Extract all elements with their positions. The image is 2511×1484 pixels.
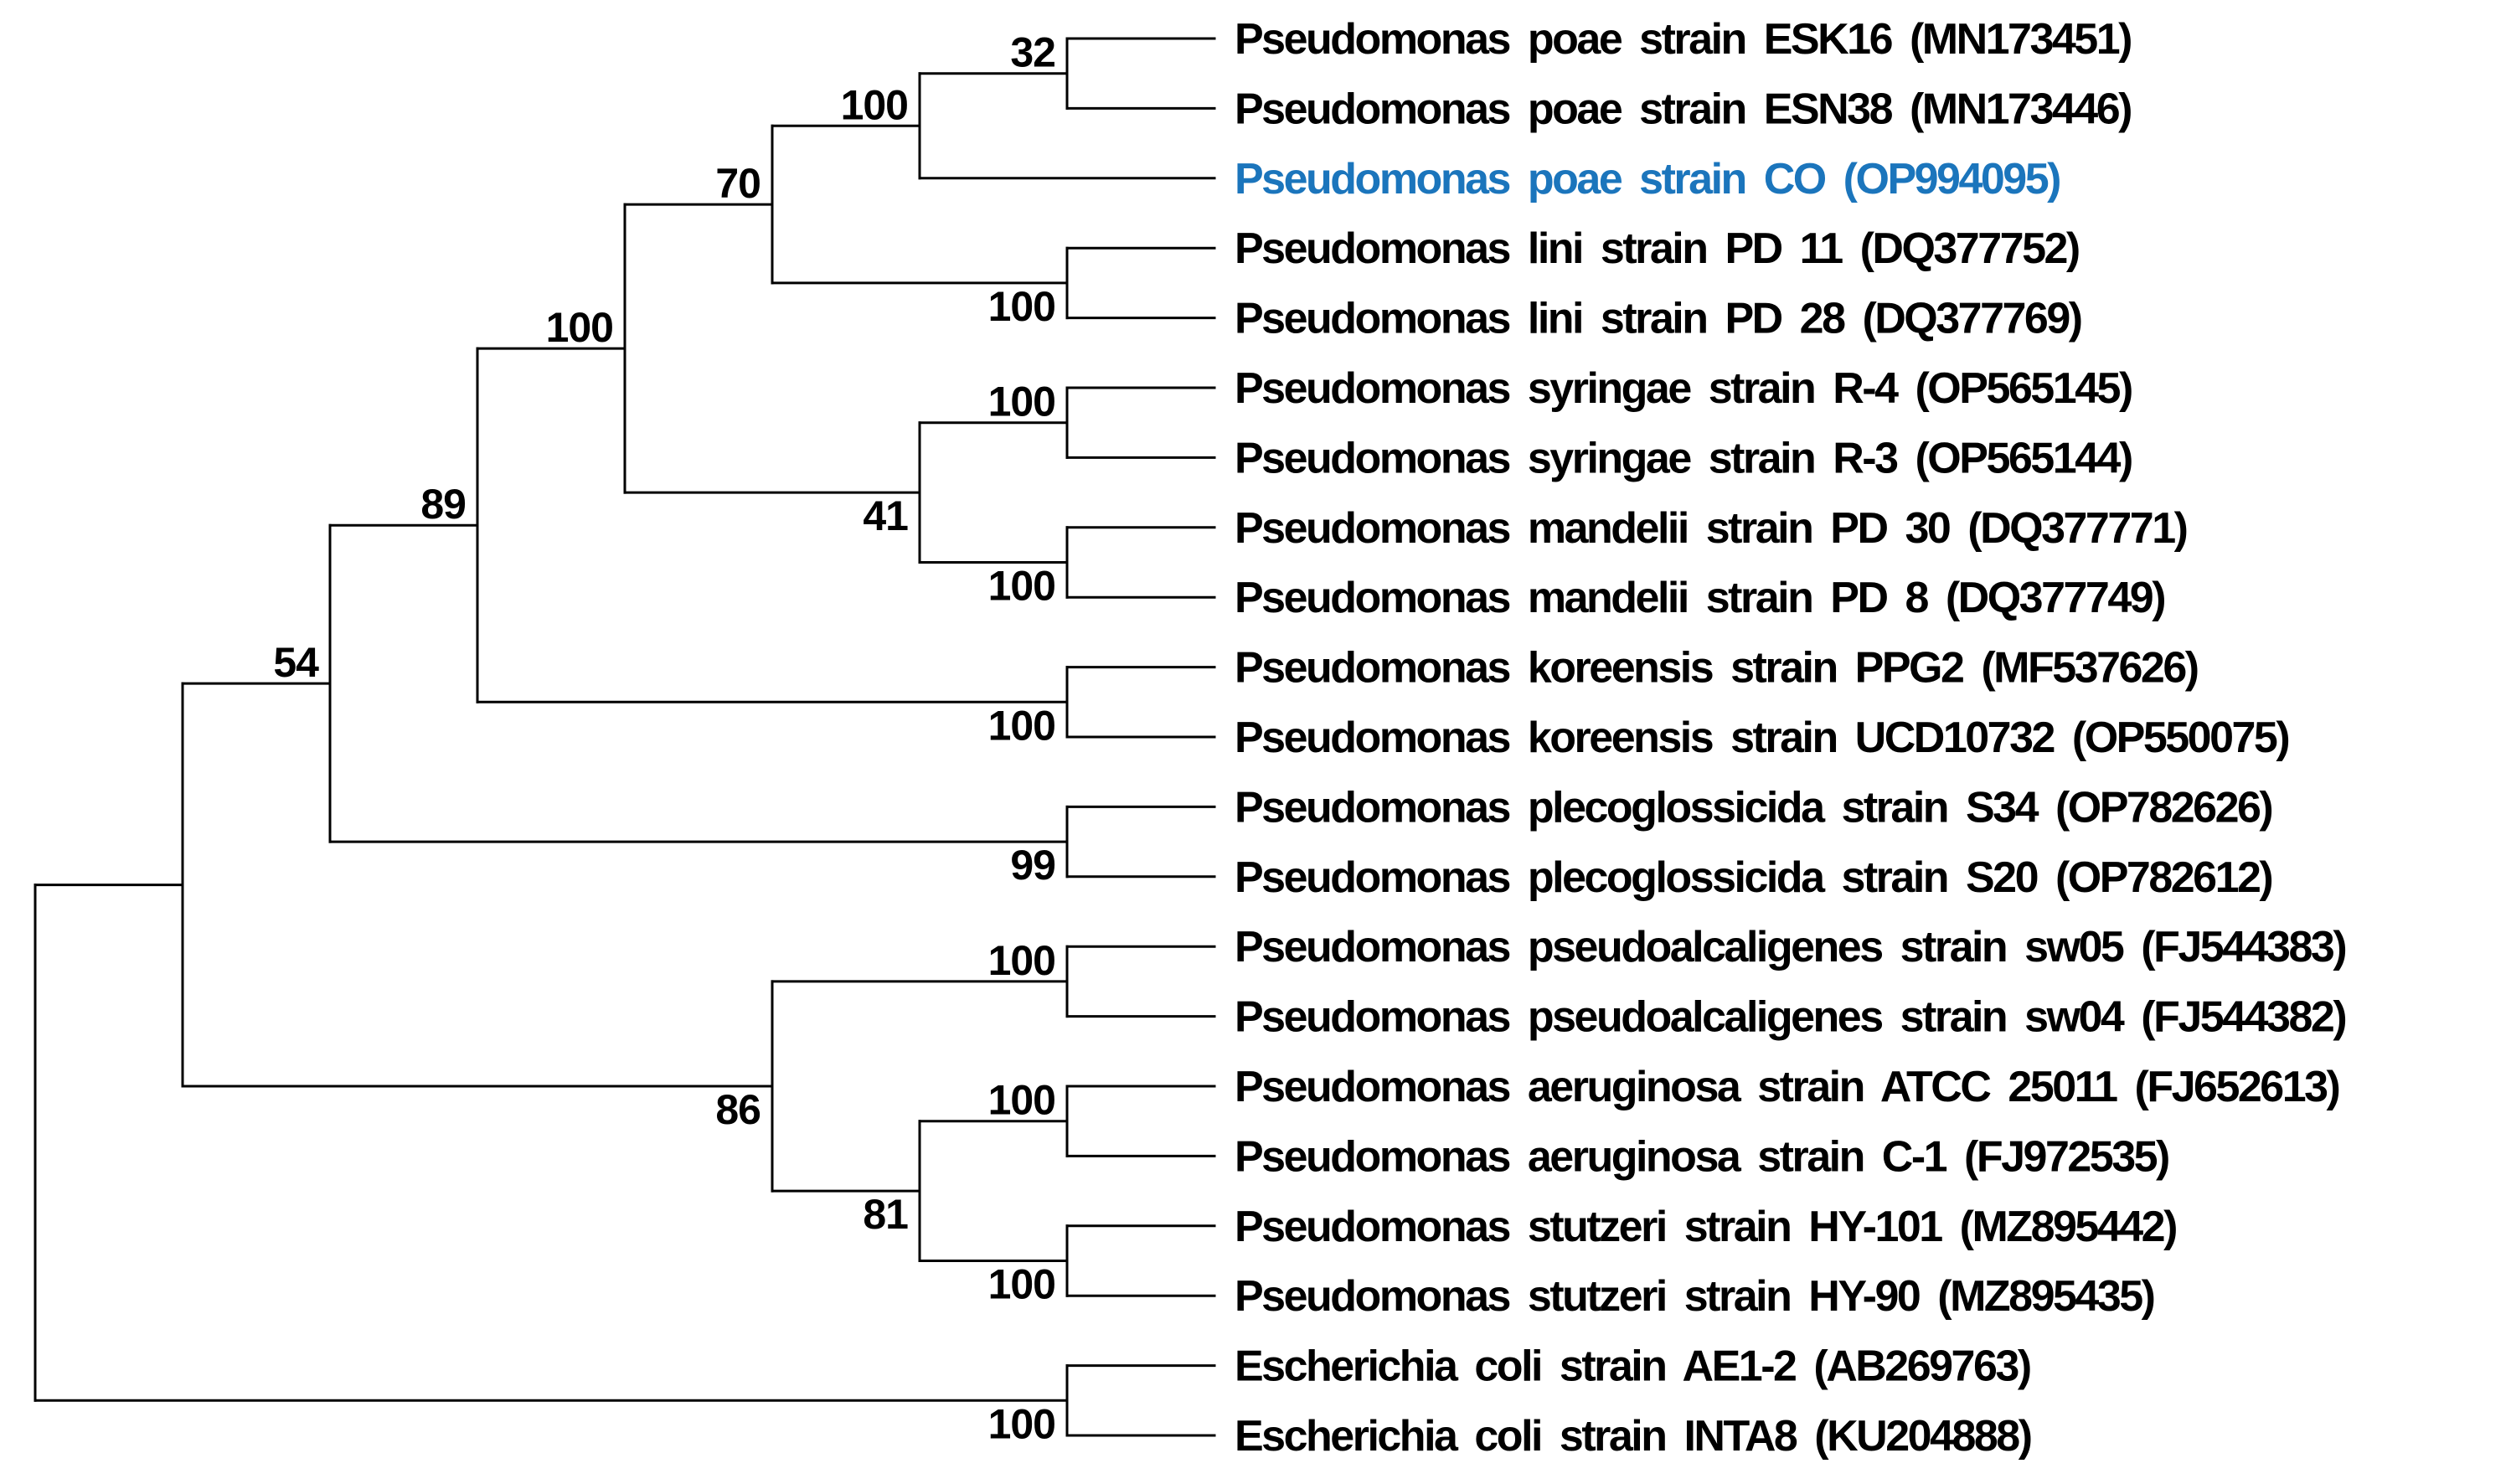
taxon-label: Pseudomonas aeruginosa strain ATCC 25011… bbox=[1235, 1063, 2339, 1111]
bootstrap-label: 86 bbox=[715, 1086, 761, 1133]
taxon-label: Pseudomonas stutzeri strain HY-90 (MZ895… bbox=[1235, 1272, 2154, 1321]
taxon-label: Pseudomonas lini strain PD 28 (DQ377769) bbox=[1235, 295, 2081, 343]
taxon-label: Pseudomonas koreensis strain PPG2 (MF537… bbox=[1235, 644, 2198, 693]
taxon-label: Pseudomonas mandelii strain PD 30 (DQ377… bbox=[1235, 504, 2187, 553]
bootstrap-label: 100 bbox=[988, 563, 1055, 610]
taxon-label: Pseudomonas pseudoalcaligenes strain sw0… bbox=[1235, 993, 2345, 1042]
bootstrap-label: 100 bbox=[988, 937, 1055, 984]
bootstrap-label: 100 bbox=[546, 304, 613, 351]
bootstrap-label: 99 bbox=[1010, 842, 1055, 889]
taxon-label-query-strain: Pseudomonas poae strain CO (OP994095) bbox=[1235, 155, 2060, 204]
bootstrap-label: 32 bbox=[1010, 29, 1055, 76]
bootstrap-label: 100 bbox=[988, 1400, 1055, 1447]
bootstrap-label: 89 bbox=[420, 481, 466, 528]
taxon-label: Pseudomonas mandelii strain PD 8 (DQ3777… bbox=[1235, 574, 2164, 622]
bootstrap-label: 100 bbox=[988, 379, 1055, 425]
bootstrap-label: 100 bbox=[988, 283, 1055, 330]
taxon-label: Pseudomonas poae strain ESK16 (MN173451) bbox=[1235, 15, 2131, 64]
taxon-label: Pseudomonas stutzeri strain HY-101 (MZ89… bbox=[1235, 1203, 2176, 1251]
bootstrap-label: 100 bbox=[988, 1261, 1055, 1308]
taxon-label: Pseudomonas pseudoalcaligenes strain sw0… bbox=[1235, 923, 2345, 971]
taxon-label: Pseudomonas syringae strain R-3 (OP56514… bbox=[1235, 434, 2132, 482]
taxon-label: Escherichia coli strain INTA8 (KU204888) bbox=[1235, 1412, 2031, 1461]
bootstrap-label: 100 bbox=[988, 702, 1055, 749]
taxon-label: Pseudomonas plecoglossicida strain S34 (… bbox=[1235, 783, 2271, 832]
bootstrap-label: 41 bbox=[863, 492, 908, 539]
bootstrap-label: 70 bbox=[715, 160, 761, 207]
taxon-label: Pseudomonas poae strain ESN38 (MN173446) bbox=[1235, 85, 2131, 133]
taxon-label: Pseudomonas koreensis strain UCD10732 (O… bbox=[1235, 714, 2288, 762]
taxon-label: Pseudomonas syringae strain R-4 (OP56514… bbox=[1235, 364, 2132, 413]
taxon-label: Escherichia coli strain AE1-2 (AB269763) bbox=[1235, 1342, 2030, 1391]
bootstrap-label: 100 bbox=[988, 1077, 1055, 1124]
taxon-label: Pseudomonas lini strain PD 11 (DQ377752) bbox=[1235, 224, 2079, 273]
bootstrap-label: 81 bbox=[863, 1191, 908, 1238]
taxon-label: Pseudomonas plecoglossicida strain S20 (… bbox=[1235, 853, 2271, 902]
taxon-label: Pseudomonas aeruginosa strain C-1 (FJ972… bbox=[1235, 1132, 2168, 1181]
bootstrap-label: 54 bbox=[273, 639, 319, 686]
bootstrap-label: 100 bbox=[841, 81, 908, 128]
